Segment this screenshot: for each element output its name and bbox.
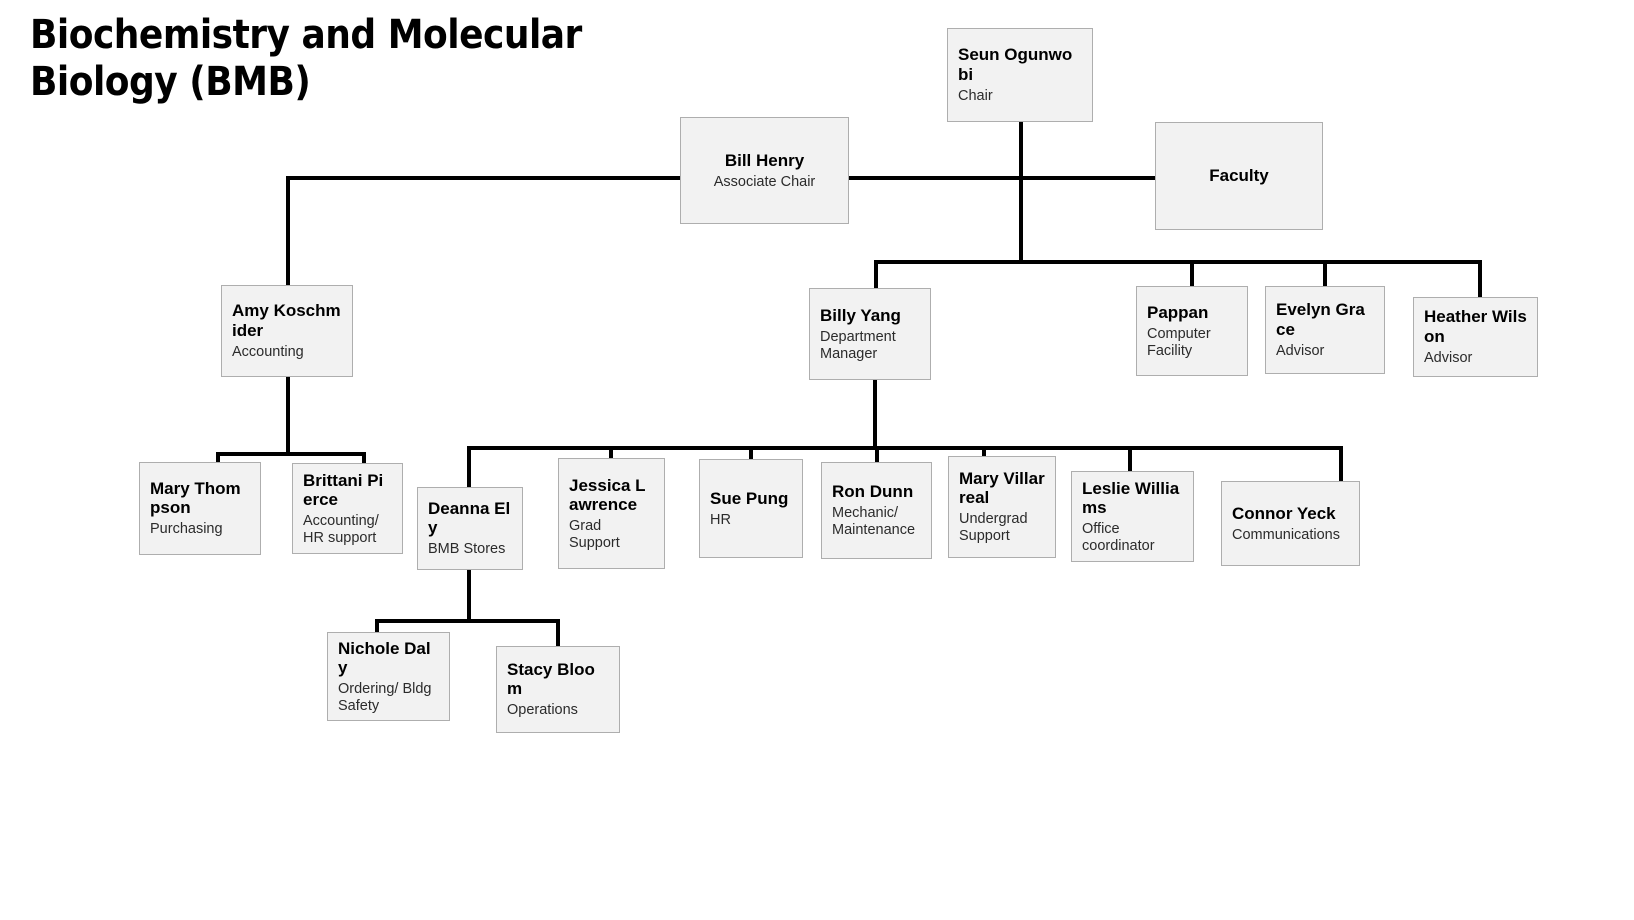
node-mary-villarreal[interactable]: Mary Villarreal Undergrad Support [948, 456, 1056, 558]
connector-drop-pappan [1190, 260, 1194, 286]
node-name: Seun Ogunwobi [958, 45, 1073, 84]
connector-chair-children-bus [874, 260, 1482, 264]
connector-drop-evelyn [1323, 260, 1327, 286]
node-faculty[interactable]: Faculty [1155, 122, 1323, 230]
node-nichole-daly[interactable]: Nichole Daly Ordering/ Bldg Safety [327, 632, 450, 721]
connector-drop-leslie [1128, 446, 1132, 471]
node-role: Purchasing [150, 521, 223, 538]
node-jessica-lawrence[interactable]: Jessica Lawrence Grad Support [558, 458, 665, 569]
node-role: Department Manager [820, 328, 896, 362]
connector-drop-sue [749, 446, 753, 459]
node-name: Evelyn Grace [1276, 300, 1365, 339]
node-heather-wilson[interactable]: Heather Wilson Advisor [1413, 297, 1538, 377]
node-name: Faculty [1209, 166, 1269, 186]
node-pappan[interactable]: Pappan Computer Facility [1136, 286, 1248, 376]
connector-billy-children-bus [467, 446, 1343, 450]
node-mary-thompson[interactable]: Mary Thompson Purchasing [139, 462, 261, 555]
connector-deanna-children-bus [375, 619, 560, 623]
node-role: Office coordinator [1082, 520, 1155, 554]
node-name: Deanna Ely [428, 498, 511, 538]
node-role: Ordering/ Bldg Safety [338, 680, 432, 714]
node-role: Advisor [1276, 342, 1325, 359]
connector-chair-spine [1019, 122, 1023, 264]
node-billy-yang[interactable]: Billy Yang Department Manager [809, 288, 931, 380]
connector-drop-brittani [362, 452, 366, 466]
connector-drop-mary-villarreal [982, 446, 986, 456]
node-role: Chair [958, 87, 993, 104]
node-name: Leslie Williams [1082, 478, 1180, 517]
node-leslie-williams[interactable]: Leslie Williams Office coordinator [1071, 471, 1194, 562]
node-name: Mary Thompson [150, 478, 241, 518]
connector-drop-nichole [375, 619, 379, 637]
node-name: Mary Villarreal [959, 469, 1045, 508]
connector-assoc-faculty-bus [849, 176, 1156, 180]
node-name: Bill Henry [724, 150, 805, 170]
node-role: Grad Support [569, 517, 620, 551]
node-name: Nichole Daly [338, 638, 431, 677]
node-name: Pappan [1147, 302, 1209, 322]
connector-assoc-left-bus [286, 176, 682, 180]
connector-drop-stacy [556, 619, 560, 651]
node-name: Billy Yang [820, 305, 901, 325]
connector-drop-heather [1478, 260, 1482, 297]
connector-drop-billy [874, 260, 878, 290]
node-name: Stacy Bloom [507, 659, 595, 699]
node-role: Advisor [1424, 349, 1473, 366]
connector-amy-riser [286, 176, 290, 286]
node-name: Amy Koschmider [232, 301, 341, 340]
node-name: Heather Wilson [1424, 307, 1527, 346]
node-role: Undergrad Support [959, 511, 1028, 545]
node-name: Connor Yeck [1232, 503, 1336, 523]
node-role: Accounting/ HR support [303, 512, 379, 546]
node-brittani-pierce[interactable]: Brittani Pierce Accounting/ HR support [292, 463, 403, 554]
node-name: Brittani Pierce [303, 470, 384, 509]
node-role: HR [710, 511, 731, 528]
node-name: Sue Pung [710, 488, 789, 508]
node-seun-ogunwobi[interactable]: Seun Ogunwobi Chair [947, 28, 1093, 122]
node-role: BMB Stores [428, 541, 506, 558]
connector-drop-deanna [467, 446, 471, 487]
node-connor-yeck[interactable]: Connor Yeck Communications [1221, 481, 1360, 566]
node-ron-dunn[interactable]: Ron Dunn Mechanic/ Maintenance [821, 462, 932, 559]
node-name: Ron Dunn [832, 482, 914, 502]
connector-billy-drop [873, 378, 877, 450]
connector-deanna-drop [467, 570, 471, 623]
node-bill-henry[interactable]: Bill Henry Associate Chair [680, 117, 849, 224]
connector-drop-ron [875, 446, 879, 462]
node-stacy-bloom[interactable]: Stacy Bloom Operations [496, 646, 620, 733]
node-role: Associate Chair [713, 173, 816, 190]
node-role: Operations [507, 702, 578, 719]
node-sue-pung[interactable]: Sue Pung HR [699, 459, 803, 558]
connector-amy-drop [286, 377, 290, 455]
node-deanna-ely[interactable]: Deanna Ely BMB Stores [417, 487, 523, 570]
node-name: Jessica Lawrence [569, 475, 646, 514]
node-role: Computer Facility [1147, 325, 1211, 359]
node-role: Communications [1232, 526, 1340, 543]
node-role: Accounting [232, 343, 304, 360]
node-role: Mechanic/ Maintenance [832, 505, 916, 539]
node-amy-koschmider[interactable]: Amy Koschmider Accounting [221, 285, 353, 377]
node-evelyn-grace[interactable]: Evelyn Grace Advisor [1265, 286, 1385, 374]
connector-drop-connor [1339, 446, 1343, 481]
page-title: Biochemistry and Molecular Biology (BMB) [30, 12, 582, 106]
connector-amy-children-bus [216, 452, 366, 456]
